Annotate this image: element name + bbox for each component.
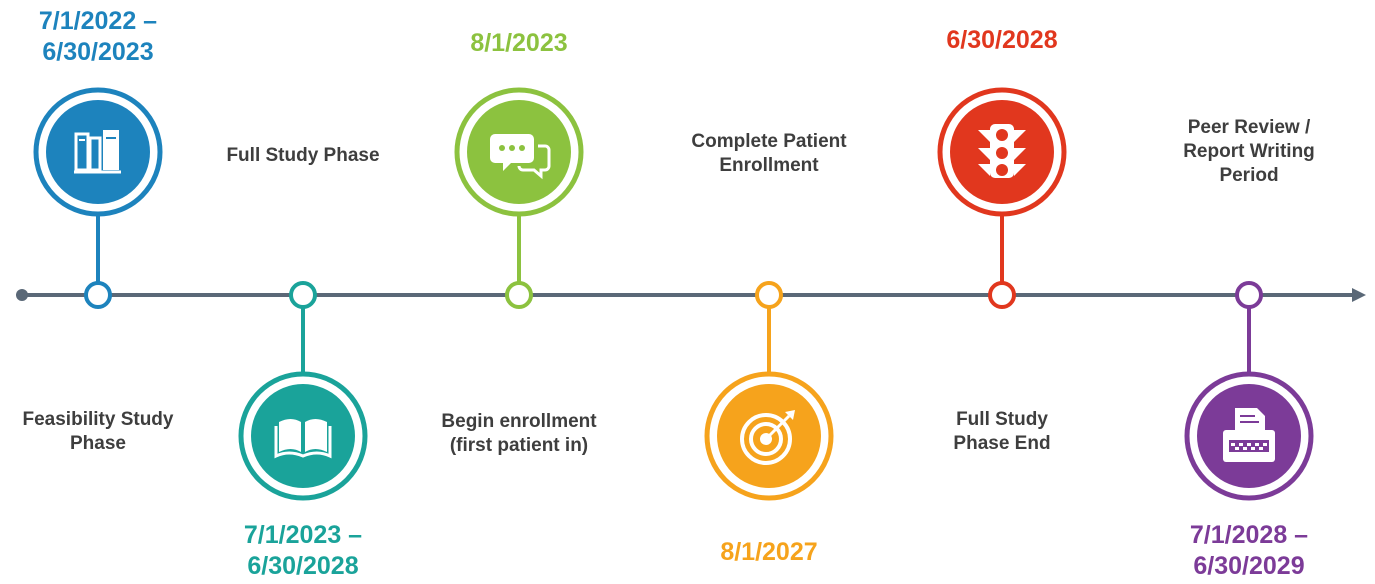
milestone-label-complete-enrollment: Complete Patient Enrollment	[691, 131, 847, 176]
milestone-label-begin-enrollment: Begin enrollment (first patient in)	[441, 411, 597, 456]
milestone-peer-review	[1184, 281, 1314, 501]
milestone-full-study	[238, 281, 368, 501]
milestone-axis-node	[84, 281, 112, 309]
books-icon	[74, 130, 121, 174]
milestone-label-peer-review: Peer Review / Report Writing Period	[1183, 117, 1315, 186]
milestone-complete-enrollment	[704, 281, 834, 501]
typewriter-icon	[1223, 408, 1275, 462]
target-icon	[740, 410, 795, 465]
traffic-light-icon	[978, 124, 1026, 178]
milestone-axis-node	[505, 281, 533, 309]
milestone-label-full-study-end: Full Study Phase End	[953, 409, 1051, 454]
milestone-date-full-study: 7/1/2023 – 6/30/2028	[243, 521, 363, 580]
timeline-arrowhead	[1352, 288, 1366, 302]
milestone-date-begin-enrollment: 8/1/2023	[470, 29, 568, 57]
timeline-start-dot	[16, 289, 28, 301]
milestone-axis-node	[1235, 281, 1263, 309]
milestone-full-study-end	[937, 87, 1067, 309]
open-book-icon	[274, 419, 332, 459]
milestone-label-feasibility: Feasibility Study Phase	[22, 409, 174, 454]
milestone-feasibility	[33, 87, 163, 309]
milestone-date-peer-review: 7/1/2028 – 6/30/2029	[1189, 521, 1309, 580]
milestone-date-full-study-end: 6/30/2028	[946, 26, 1058, 54]
milestone-axis-node	[289, 281, 317, 309]
milestone-date-feasibility: 7/1/2022 – 6/30/2023	[38, 7, 158, 66]
milestone-label-full-study: Full Study Phase	[226, 145, 380, 166]
milestone-badge	[46, 100, 150, 204]
milestone-axis-node	[988, 281, 1016, 309]
milestone-begin-enrollment	[454, 87, 584, 309]
milestone-axis-node	[755, 281, 783, 309]
chat-bubbles-icon	[490, 134, 551, 180]
milestone-date-complete-enrollment: 8/1/2027	[720, 538, 818, 566]
